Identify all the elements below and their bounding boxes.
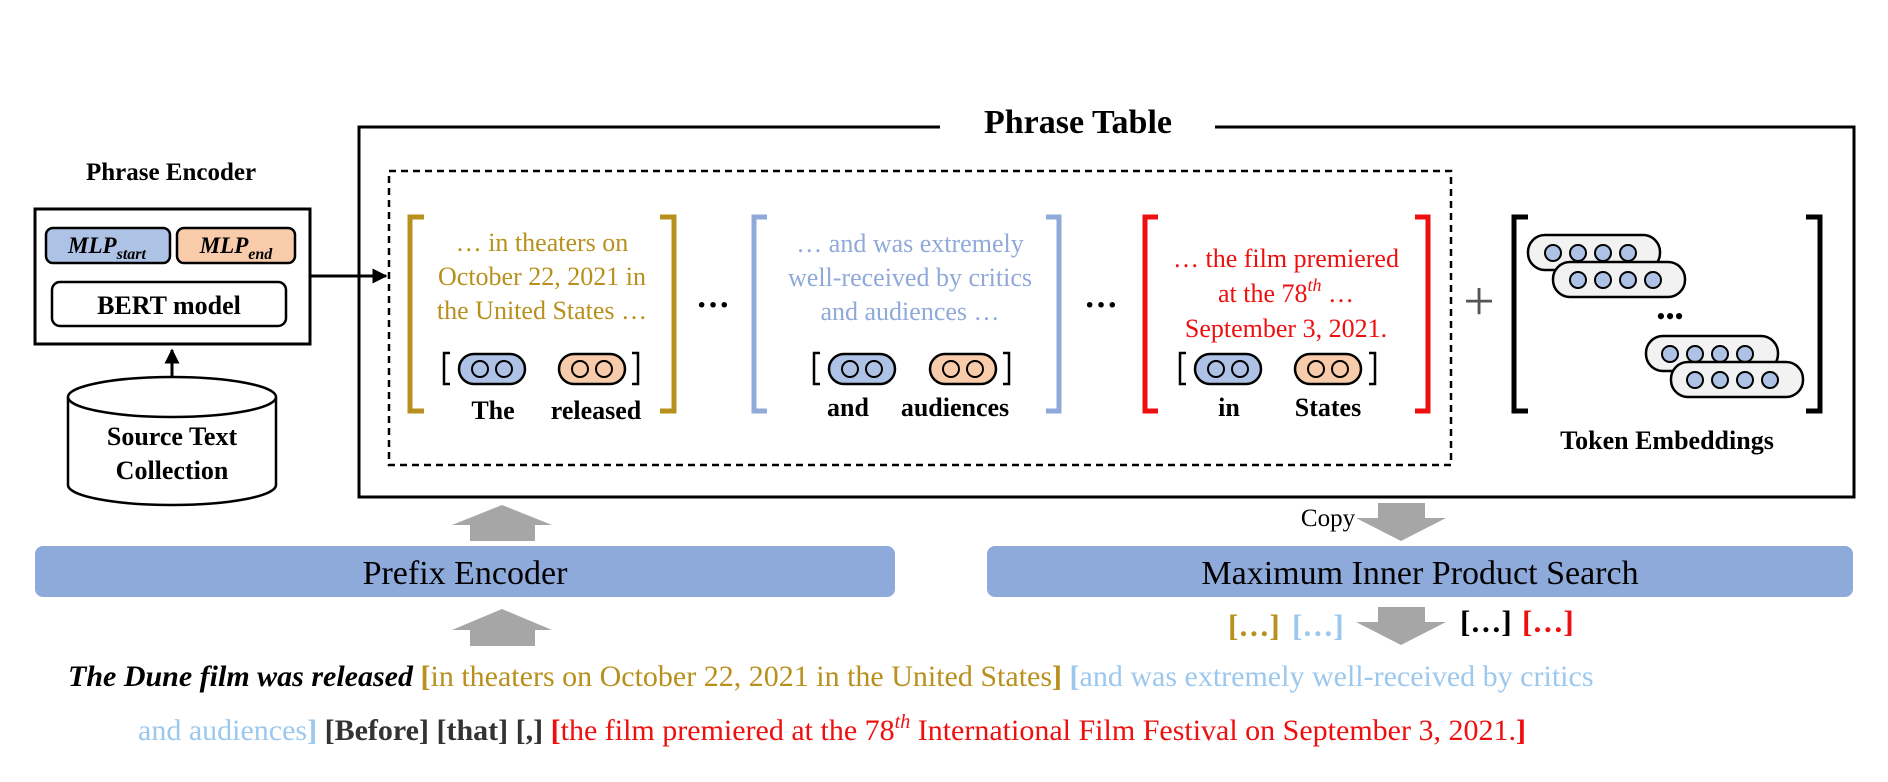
phrase2-start-vector — [827, 352, 897, 386]
bert-model-box — [50, 280, 288, 328]
source-text-collection: Source Text Collection — [66, 348, 278, 507]
sentence-s2-text-a: and was extremely well-received by criti… — [1080, 660, 1594, 693]
phrase3-text-line2: at the 78th … — [1218, 275, 1354, 308]
token-emb-left-bracket — [1511, 214, 1528, 414]
sentence-s3-open: [ — [543, 714, 561, 747]
phrase-table: Phrase Table … in theaters on October 22… — [357, 104, 1856, 499]
sentence-prefix: The Dune film was released — [68, 660, 421, 693]
cylinder-top — [66, 375, 278, 419]
phrase-encoder-title: Phrase Encoder — [86, 159, 256, 186]
phrase1-end-vector — [557, 352, 627, 386]
phrase3-end-vector — [1293, 352, 1363, 386]
mips-label: Maximum Inner Product Search — [1201, 555, 1638, 592]
sentence-line2: and audiences] [Before] [that] [,] [the … — [138, 711, 1526, 747]
phrase2-text-line3: and audiences … — [820, 297, 999, 326]
mlp-start-label: MLPstart — [67, 233, 146, 263]
output-red: […] — [1522, 604, 1574, 639]
mlp-end-label: MLPend — [199, 233, 274, 263]
sentence-token-that: [that] — [429, 714, 508, 747]
output-gold: […] — [1228, 608, 1280, 643]
token-embeddings: ••• Token Embeddings — [1511, 214, 1823, 455]
sentence-s3-text: the film premiered at the 78 — [561, 714, 895, 747]
prefix-encoder-label: Prefix Encoder — [363, 555, 569, 592]
sentence-s3-tail: International Film Festival on September… — [910, 714, 1516, 747]
phrase1-text-line3: the United States … — [437, 296, 647, 325]
cylinder-body — [66, 397, 278, 507]
phrase3-left-bracket — [1142, 214, 1158, 414]
sentence-line1: The Dune film was released [in theaters … — [68, 660, 1594, 693]
token-emb-dots: ••• — [1656, 302, 1683, 331]
mips-bar — [987, 546, 1853, 597]
phrase2-vec-left-bracket — [812, 351, 820, 386]
phrase2-end-token: audiences — [901, 393, 1009, 422]
token-vector-4 — [1669, 360, 1805, 399]
phrase-block-3: … the film premiered at the 78th … Septe… — [1142, 214, 1431, 422]
bert-model-label: BERT model — [97, 291, 241, 320]
phrase2-end-vector — [928, 352, 998, 386]
phrase-group-frame — [387, 169, 1453, 467]
prefix-encoder-bar — [35, 546, 895, 597]
token-emb-right-bracket — [1806, 214, 1823, 414]
phrase3-text-line3: September 3, 2021. — [1185, 314, 1387, 343]
phrase3-start-token: in — [1218, 393, 1240, 422]
phrase2-right-bracket — [1046, 214, 1062, 414]
source-label-line1: Source Text — [107, 422, 238, 451]
phrase1-vec-left-bracket — [442, 351, 450, 386]
phrase2-start-token: and — [827, 393, 869, 422]
copy-label: Copy — [1301, 505, 1356, 532]
plus-sign: + — [1463, 271, 1495, 333]
sentence-s1-open: [ — [421, 660, 431, 693]
sentence-s1-close: ] — [1052, 660, 1062, 693]
phrase3-end-token: States — [1295, 393, 1361, 422]
phrase-table-title-gap — [940, 115, 1215, 139]
phrase1-text-line1: … in theaters on — [456, 228, 629, 257]
phrase2-left-bracket — [751, 214, 767, 414]
token-embeddings-label: Token Embeddings — [1560, 426, 1774, 455]
phrase3-vec-right-bracket — [1369, 351, 1377, 386]
output-black: […] — [1460, 604, 1512, 639]
phrase-block-1: … in theaters on October 22, 2021 in the… — [407, 214, 677, 425]
sentence-s2-close: ] — [307, 714, 317, 747]
prefix-up-arrow-bottom — [452, 609, 552, 646]
phrase3-vec-left-bracket — [1178, 351, 1186, 386]
sentence-token-before: [Before] — [317, 714, 429, 747]
sentence-token-comma: [,] — [508, 714, 543, 747]
phrase3-right-bracket — [1415, 214, 1431, 414]
sentence-s2-open: [ — [1062, 660, 1080, 693]
mips-down-arrow — [1356, 607, 1446, 645]
phrase3-text-line1: … the film premiered — [1173, 244, 1399, 273]
phrase1-right-bracket — [660, 214, 677, 414]
phrase1-end-token: released — [551, 396, 642, 425]
token-vector-2 — [1551, 260, 1687, 299]
phrase-ellipsis-2: ··· — [1084, 287, 1118, 324]
phrase1-vec-right-bracket — [632, 351, 640, 386]
phrase2-vec-right-bracket — [1003, 351, 1011, 386]
output-sky: […] — [1292, 608, 1344, 643]
phrase-ellipsis-1: ··· — [696, 287, 730, 324]
phrase2-text-line1: … and was extremely — [796, 229, 1023, 258]
phrase-encoder: Phrase Encoder MLPstart MLPend BERT mode… — [33, 159, 312, 346]
copy-down-arrow — [1356, 503, 1446, 541]
phrase-table-title: Phrase Table — [984, 104, 1172, 141]
phrase-block-2: … and was extremely well-received by cri… — [751, 214, 1062, 422]
sentence-s2-text-b: and audiences — [138, 714, 307, 747]
prefix-up-arrow-top-shape — [452, 505, 552, 541]
sentence-s3-sup: th — [895, 711, 911, 733]
mlp-start-box — [44, 226, 172, 265]
phrase2-text-line2: well-received by critics — [788, 263, 1032, 292]
phrase3-start-vector — [1193, 352, 1263, 386]
phrase1-start-vector — [457, 352, 527, 386]
phrase1-start-token: The — [471, 396, 514, 425]
mlp-end-box — [175, 226, 297, 265]
sentence-s3-close: ] — [1516, 714, 1526, 747]
phrase1-left-bracket — [407, 214, 424, 414]
phrase1-text-line2: October 22, 2021 in — [438, 262, 646, 291]
sentence-s1-text: in theaters on October 22, 2021 in the U… — [431, 660, 1053, 693]
source-label-line2: Collection — [116, 456, 229, 485]
